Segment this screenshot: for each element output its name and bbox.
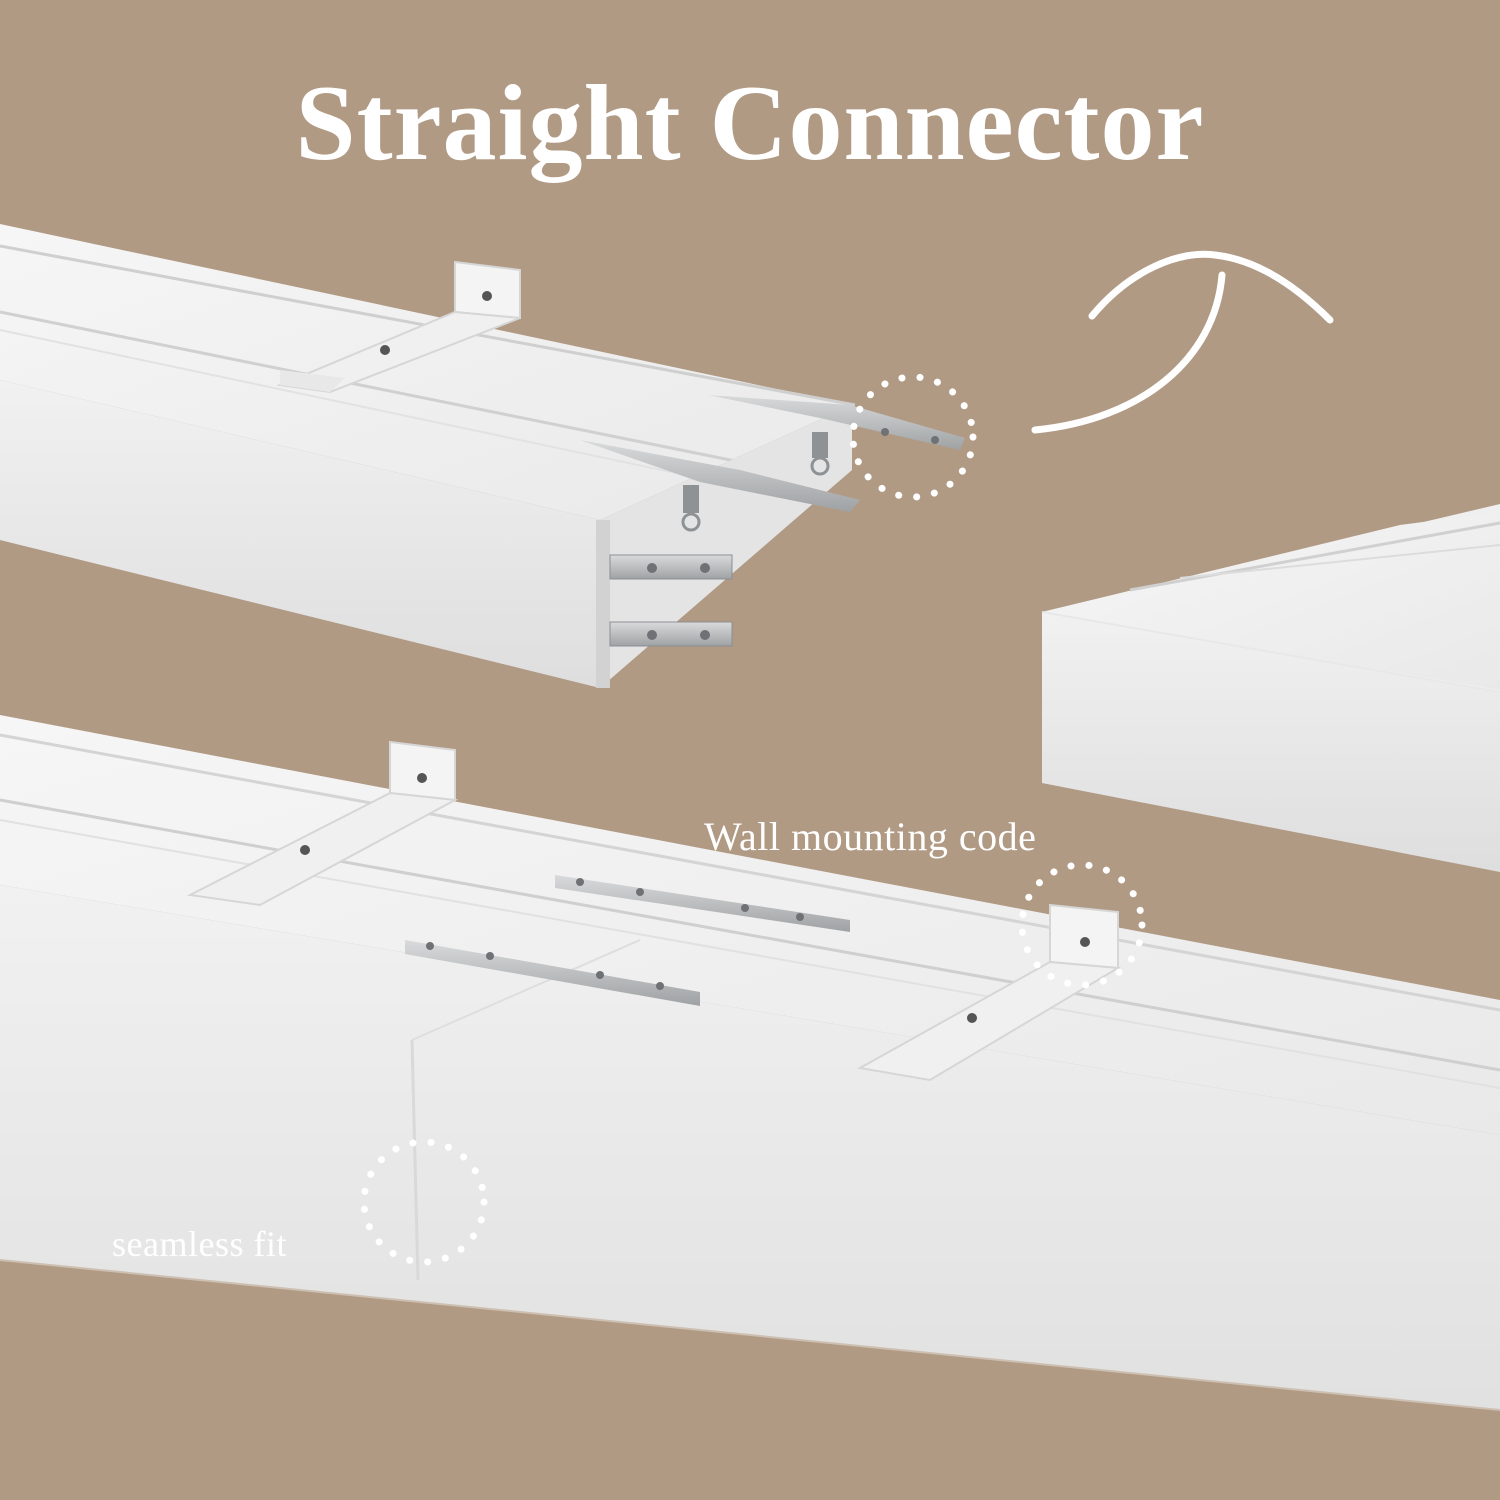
upper-track-end-profile [600,405,852,688]
wall-mounting-label: Wall mounting code [704,814,1037,859]
lower-bg-below [0,1260,1500,1500]
upper-track-end-cut [596,520,610,688]
lower-track [0,715,1500,1500]
upper-track-groove-2 [0,310,741,464]
dotted-circle-icon-wall [1018,861,1146,989]
seamless-fit-label: seamless fit [112,1224,287,1264]
lower-connector-plates [405,875,850,1006]
upper-wall-bracket [276,260,521,394]
page-title: Straight Connector [295,64,1205,183]
upper-track-groove-3 [0,329,691,477]
upper-runner-hooks [681,432,830,532]
upper-track [0,224,965,688]
upper-track-top [0,224,852,520]
track-seam [410,1039,420,1281]
dotted-circle-icon-top [849,373,977,501]
upper-track-front [0,380,600,688]
upper-connector-plates [580,395,965,647]
curved-arrow-icon [1031,250,1334,434]
lower-wall-bracket-left [186,740,459,907]
dotted-circle-icon-seam [360,1138,488,1266]
right-piece-front [1042,612,1500,872]
lower-wall-bracket-right [857,903,1122,1082]
right-track-piece [1041,504,1500,872]
